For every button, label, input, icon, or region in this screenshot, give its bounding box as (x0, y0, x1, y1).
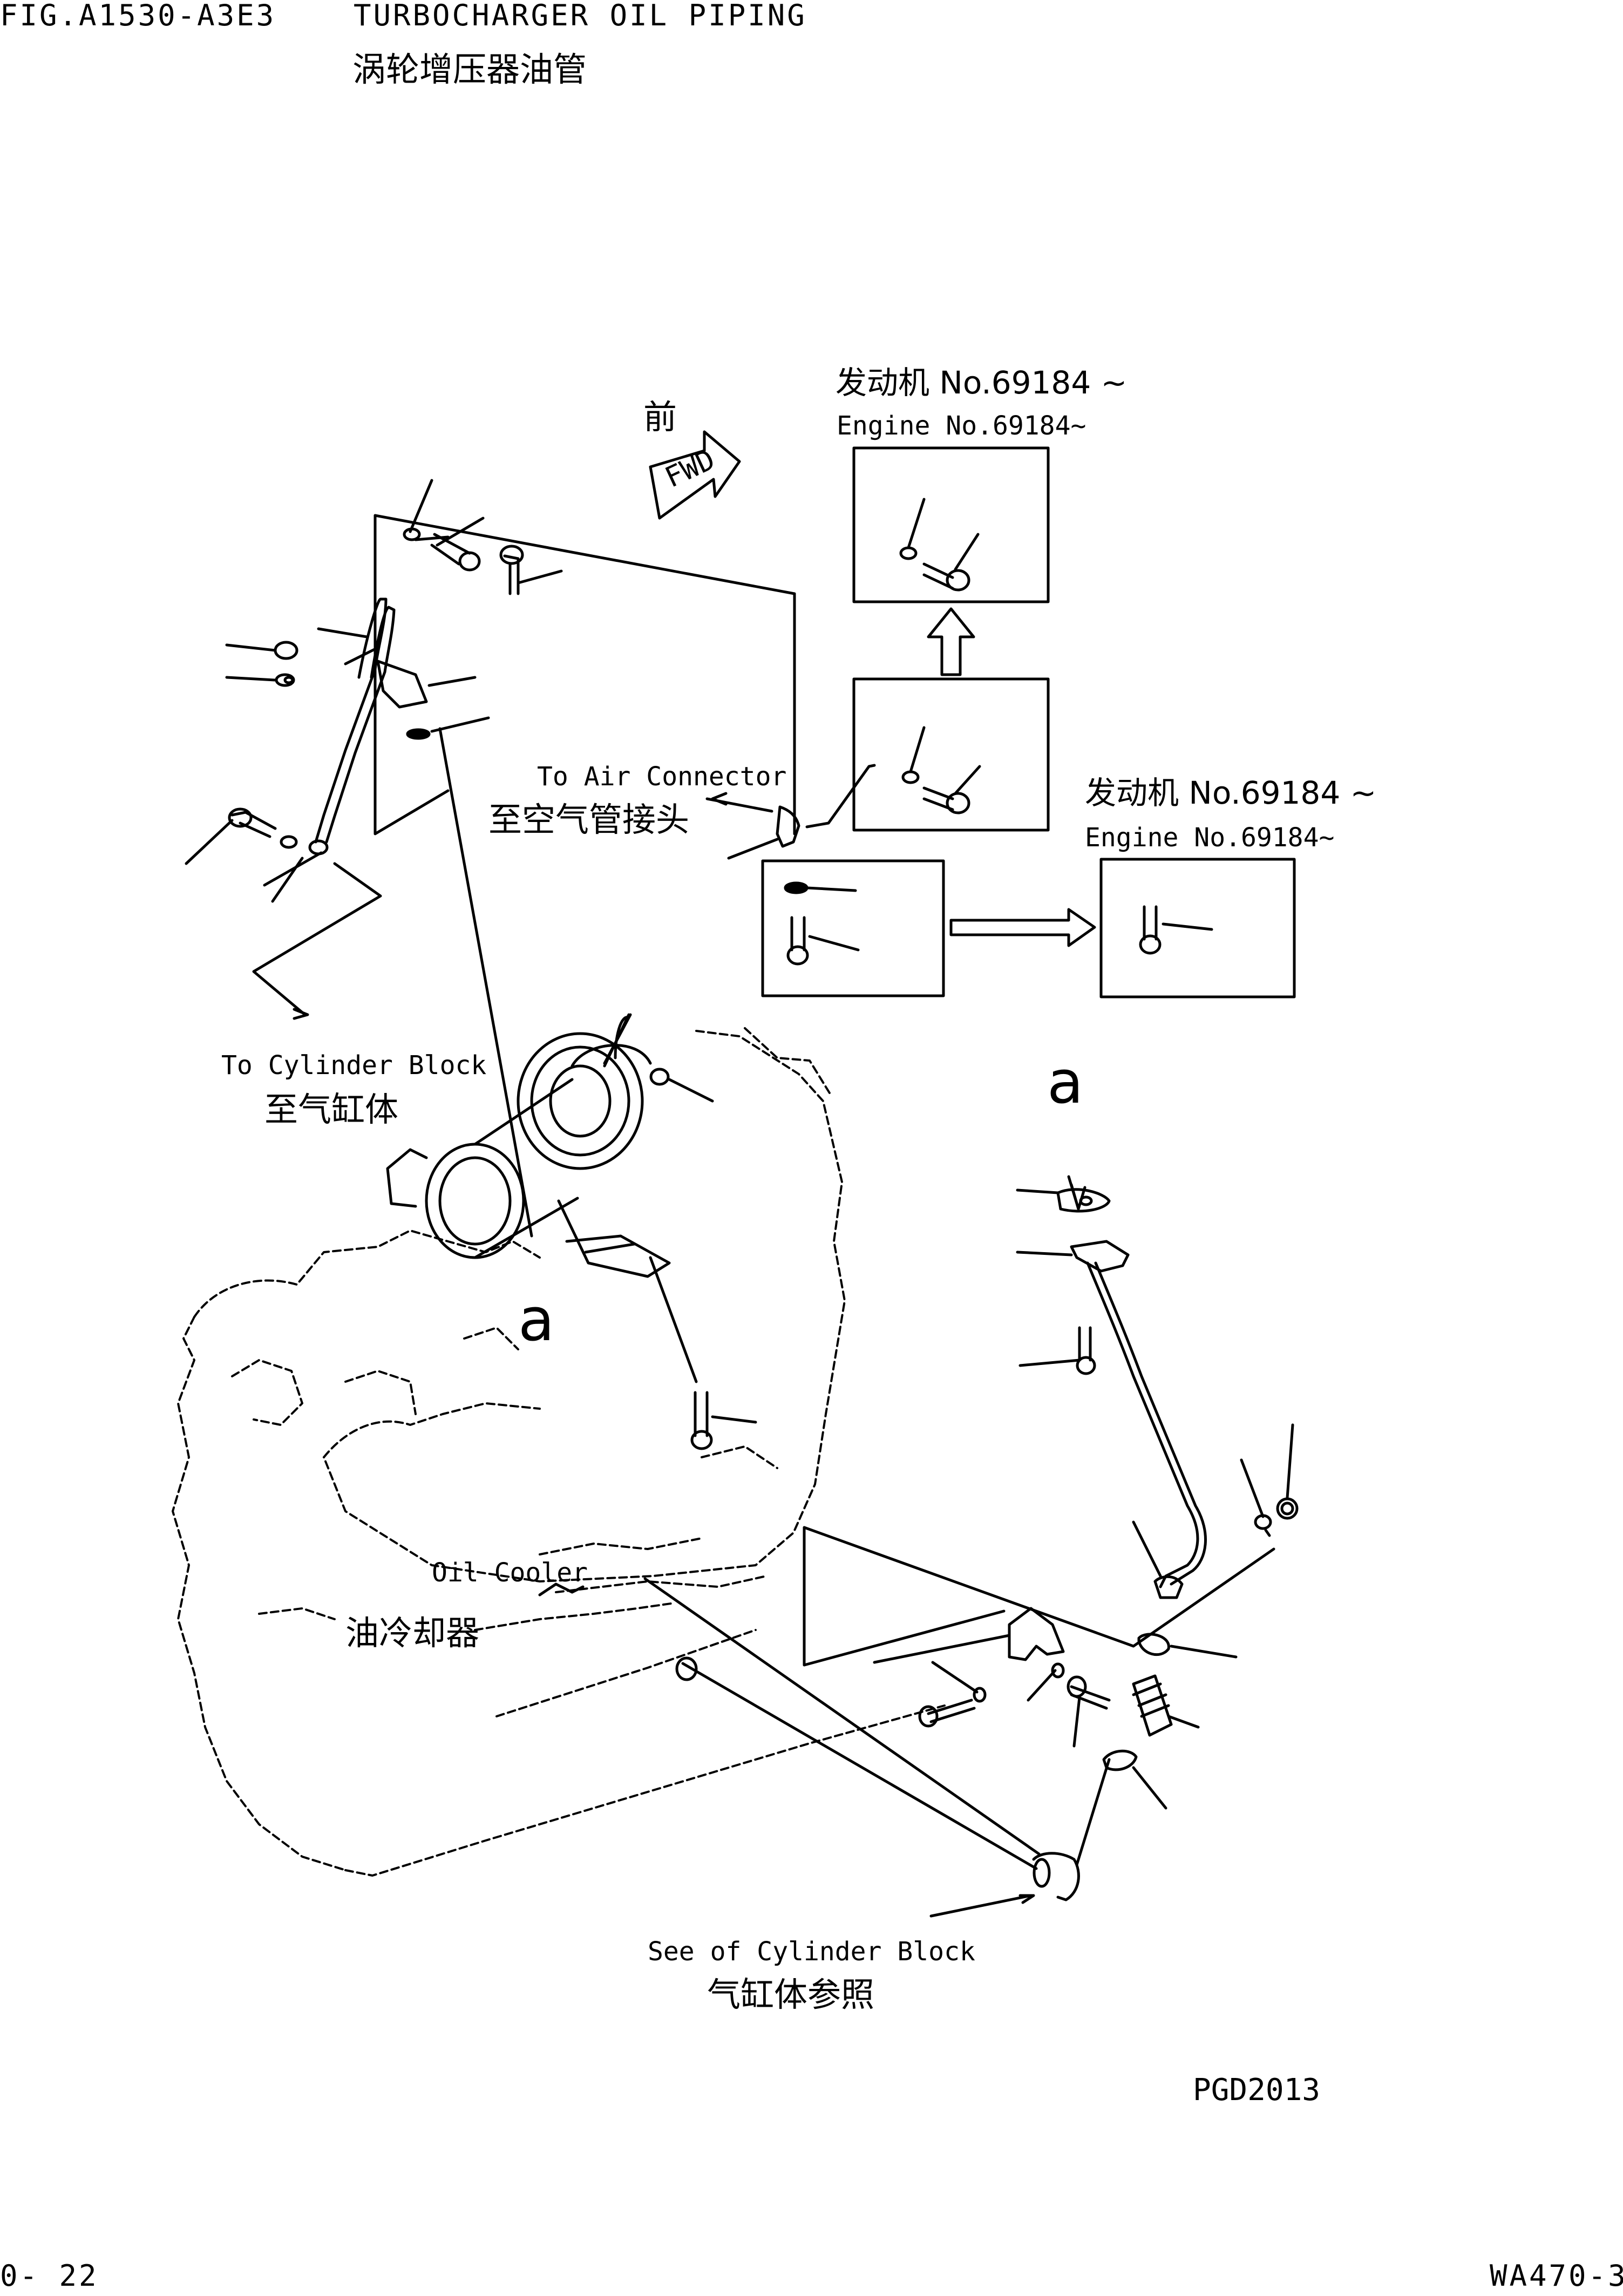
drawing-code: PGD2013 (1193, 2073, 1321, 2108)
cylinder-block-cn: 至气缸体 (264, 1090, 399, 1129)
see-cylinder-block-cn: 气缸体参照 (707, 1975, 875, 2014)
air-connector-fitting (707, 765, 874, 858)
cylinder-block-en: To Cylinder Block (221, 1050, 487, 1081)
engine-upper-en: Engine No.69184~ (837, 411, 1086, 441)
inset-box-middle (854, 679, 1048, 830)
inset-upper-parts (901, 499, 978, 590)
air-connector-cn: 至空气管接头 (488, 800, 690, 839)
inset-middle-parts (903, 728, 980, 813)
engine-block-outline (173, 1028, 945, 1876)
engine-upper-cn: 发动机 No.69184 ~ (836, 364, 1128, 401)
fig-number: FIG.A1530-A3E3 (0, 0, 276, 32)
inset-box-upper (854, 448, 1048, 602)
air-connector-en: To Air Connector (537, 762, 787, 792)
arrow-up-icon (928, 609, 974, 675)
oil-cooler-leader (540, 1584, 583, 1595)
inset-left-parts (785, 883, 858, 964)
engine-right-en: Engine No.69184~ (1085, 823, 1335, 853)
inset-right-parts (1140, 907, 1212, 953)
oil-cooler-en: Oil Cooler (432, 1558, 588, 1588)
turbocharger (388, 1015, 756, 1449)
inset-box-left (763, 861, 943, 996)
oil-cooler-cn: 油冷却器 (345, 1613, 480, 1653)
front-label: 前 (643, 397, 677, 437)
fwd-arrow-sign (650, 432, 739, 518)
see-cylinder-block-en: See of Cylinder Block (648, 1937, 975, 1967)
inset-box-right (1101, 859, 1294, 997)
model-code: WA470-3 (1490, 2259, 1623, 2293)
right-oil-pipe-assembly (804, 1177, 1297, 1808)
ref-letter-a-top: a (1047, 1048, 1084, 1117)
arrow-right-icon (951, 909, 1095, 946)
ref-letter-a-mid: a (518, 1285, 555, 1354)
cylinder-block-fitting (645, 1579, 1109, 1916)
page-number: 0- 22 (0, 2259, 99, 2293)
engine-right-cn: 发动机 No.69184 ~ (1085, 775, 1377, 811)
title-en: TURBOCHARGER OIL PIPING (354, 0, 807, 32)
title-cn: 涡轮增压器油管 (352, 50, 587, 89)
upper-left-oil-pipe (186, 480, 794, 1236)
